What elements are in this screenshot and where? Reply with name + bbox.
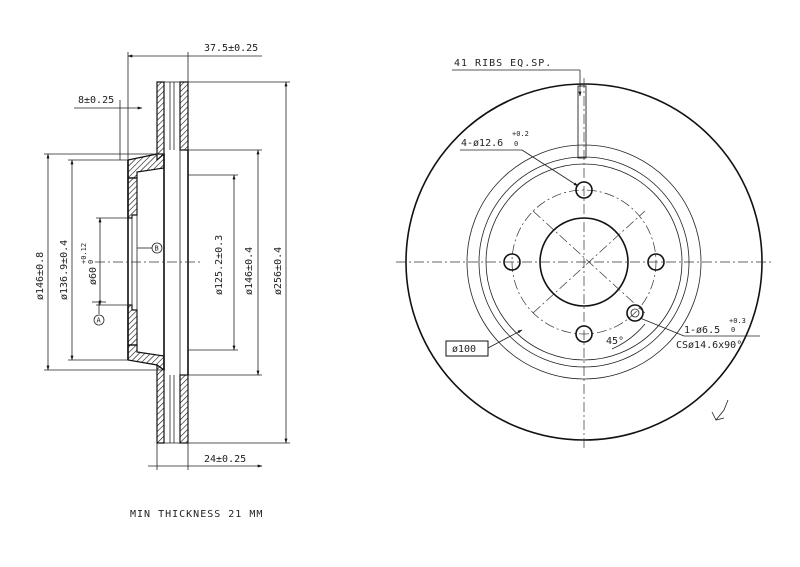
side-section-view: 37.5±0.25 8±0.25 ø146±0.8 ø136.9±0.4 ø60… (35, 43, 290, 470)
countersink-note: CSø14.6x90° (676, 340, 742, 351)
dim-hub-thickness: 8±0.25 (78, 95, 114, 106)
front-view: 41 RIBS EQ.SP. 4-ø12.6 +0.2 0 ø100 45° 1… (396, 58, 772, 448)
dim-bore-tol-top: +0.12 (80, 243, 88, 264)
dim-bore-tol-bot: 0 (87, 260, 95, 264)
hole-leader (521, 149, 579, 187)
datum-b-circle (151, 242, 163, 254)
angle-label: 45° (606, 336, 624, 347)
hat-lower-section (127, 344, 165, 372)
dim-friction-inner: ø146±0.4 (244, 247, 255, 295)
upper-rotor-cheek-outer (179, 81, 189, 151)
min-thickness-note: MIN THICKNESS 21 MM (130, 509, 263, 520)
datum-a-label: A (97, 317, 102, 325)
hub-flange-upper (127, 177, 138, 219)
hub-flange-lower (127, 304, 138, 346)
small-hole-tol-top: +0.3 (729, 317, 746, 325)
lower-rotor-cheek-outer (179, 374, 189, 444)
dim-hub-dia: ø136.9±0.4 (59, 240, 70, 300)
dim-hat-dia: ø125.2±0.3 (214, 235, 225, 295)
dim-bore-dia: ø60 (88, 267, 99, 285)
dim-width-top: 37.5±0.25 (204, 43, 258, 54)
pcd-label: ø100 (452, 344, 476, 355)
diagonal-centerline (532, 210, 646, 314)
rotation-arrowhead (711, 411, 725, 421)
datum-a-circle (93, 314, 105, 326)
hole-dia-note: 4-ø12.6 (461, 138, 503, 149)
ribs-note: 41 RIBS EQ.SP. (454, 58, 552, 69)
small-hole-leader (639, 317, 685, 337)
small-hole-note: 1-ø6.5 (684, 325, 720, 336)
angle-arc (611, 323, 646, 350)
small-hole-tol-bot: 0 (731, 326, 735, 334)
rotation-arrow (715, 399, 729, 421)
rib-marker (577, 85, 587, 159)
dim-outer-dia-hub: ø146±0.8 (35, 252, 46, 300)
hole-tol-bot: 0 (514, 140, 518, 148)
hat-upper-section (127, 153, 165, 179)
dim-outer-dia: ø256±0.4 (273, 247, 284, 295)
lower-rotor-cheek (156, 363, 165, 444)
small-hole-cs (626, 304, 644, 322)
small-hole (630, 308, 640, 318)
datum-b-label: B (155, 245, 159, 253)
hole-tol-top: +0.2 (512, 130, 529, 138)
dim-width-bottom: 24±0.25 (204, 454, 246, 465)
upper-rotor-cheek (156, 81, 165, 162)
pcd-leader (487, 329, 523, 349)
pcd-box (445, 340, 489, 357)
